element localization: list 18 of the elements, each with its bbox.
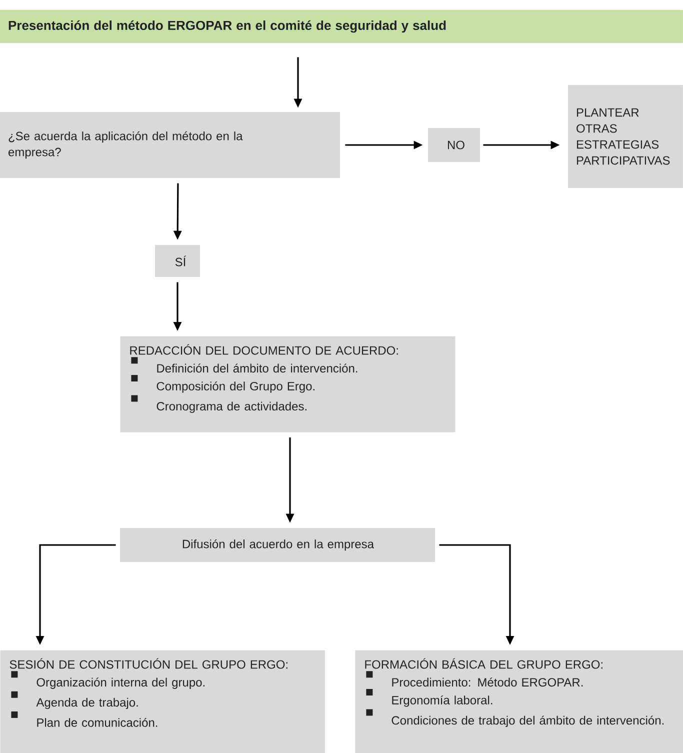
bullet-item: Ergonomía laboral. bbox=[366, 688, 492, 707]
box-heading: SESIÓN DE CONSTITUCIÓN DEL GRUPO ERGO: bbox=[10, 658, 288, 669]
answer-tag: NO bbox=[428, 128, 480, 162]
process-box: Difusión del acuerdo en la empresa bbox=[120, 528, 435, 562]
bullet-item: Definición del ámbito de intervención. bbox=[131, 357, 358, 373]
bullet-item: Organización interna del grupo. bbox=[11, 671, 204, 689]
bullet-item: Condiciones de trabajo del ámbito de intervención. bbox=[366, 709, 664, 728]
bullet-item: Agenda de trabajo. bbox=[11, 691, 138, 710]
box-heading: REDACCIÓN DEL DOCUMENTO DE ACUERDO: bbox=[130, 344, 398, 355]
result-box: PLANTEAR OTRAS ESTRATEGIAS PARTICIPATIVAS bbox=[568, 85, 683, 188]
answer-tag: SÍ bbox=[155, 245, 200, 277]
bullet-item: Cronograma de actividades. bbox=[131, 395, 306, 413]
bullet-item: Composición del Grupo Ergo. bbox=[131, 374, 314, 393]
box-heading: FORMACIÓN BÁSICA DEL GRUPO ERGO: bbox=[365, 658, 602, 669]
bullet-item: Plan de comunicación. bbox=[11, 711, 158, 727]
bullet-item: Procedimiento: Método ERGOPAR. bbox=[366, 671, 583, 687]
title-bar: Presentación del método ERGOPAR en el comité de seguridad y salud bbox=[0, 10, 683, 43]
question-box: ¿Se acuerda la aplicación del método en la empresa? bbox=[0, 112, 340, 178]
